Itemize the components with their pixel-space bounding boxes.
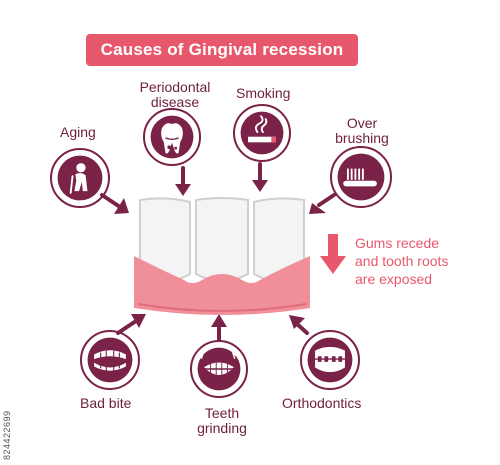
tooth-decay-icon [143,108,201,166]
image-id-stamp: 824422699 [2,410,12,460]
teeth-grinding-icon [190,340,248,398]
label-aging: Aging [60,124,96,140]
effect-arrow-stem [328,234,338,256]
aging-icon [50,148,110,208]
label-bad-bite: Bad bite [80,395,132,411]
tooth-center [195,197,249,282]
toothbrush-icon [330,146,392,208]
label-smoking: Smoking [236,85,291,101]
label-over-brushing: Over brushing [335,115,389,146]
effect-arrow-head [320,256,346,274]
effect-text: Gums recede and tooth roots are exposed [355,235,449,287]
gum-tissue [134,256,310,315]
label-orthodontics: Orthodontics [282,395,362,411]
diagram-title-text: Causes of Gingival recession [100,40,344,59]
diagram-title: Causes of Gingival recession [86,34,358,66]
teeth-gums-illustration [134,197,310,315]
arrowhead-smoking [252,180,268,192]
label-teeth-grinding: Teeth grinding [197,405,247,436]
cigarette-icon [233,104,291,162]
arrowhead-aging [114,198,129,214]
bad-bite-icon [80,330,140,390]
label-periodontal-disease: Periodontal disease [139,79,211,110]
braces-icon [300,330,360,390]
arrowhead-periodontal [175,184,191,196]
gum-line [137,303,307,312]
